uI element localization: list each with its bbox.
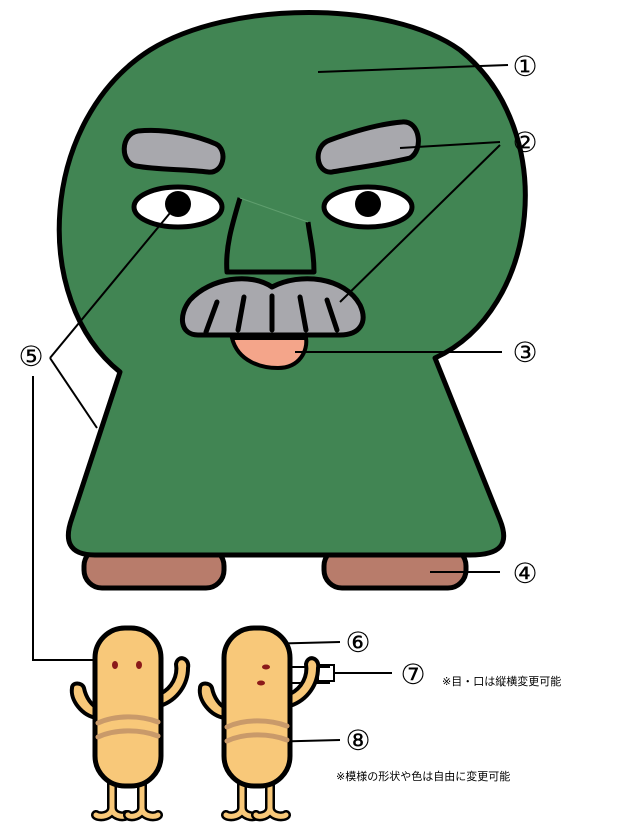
small-eye-right-1 <box>136 661 142 669</box>
mouth <box>229 336 309 371</box>
left-eye <box>131 184 225 230</box>
small-eye-2 <box>262 664 270 670</box>
mustache-lines <box>203 293 340 335</box>
label-8: ⑧ <box>345 724 370 757</box>
label-3: ③ <box>512 336 537 369</box>
label-2: ② <box>512 126 537 159</box>
small-body-2 <box>221 625 293 789</box>
right-eye <box>321 184 415 230</box>
label-1: ① <box>512 50 537 83</box>
label-5: ⑤ <box>18 340 43 373</box>
main-character <box>56 10 528 591</box>
small-body-1 <box>92 625 164 789</box>
nose <box>224 197 317 275</box>
left-eyebrow <box>121 127 226 175</box>
right-eyebrow <box>315 119 421 175</box>
label-6: ⑥ <box>345 626 370 659</box>
small-eye-left-1 <box>112 661 118 669</box>
number-labels: ① ② ③ ④ ⑤ ⑥ ⑦ ⑧ <box>18 50 537 757</box>
small-mouth-2 <box>257 680 265 686</box>
label-7: ⑦ <box>400 658 425 691</box>
note-eyes-mouth: ※目・口は縦横変更可能 <box>442 674 561 688</box>
small-character-1 <box>69 625 191 822</box>
note-pattern: ※模様の形状や色は自由に変更可能 <box>336 769 510 783</box>
small-character-2 <box>197 625 321 822</box>
label-4: ④ <box>512 557 537 590</box>
